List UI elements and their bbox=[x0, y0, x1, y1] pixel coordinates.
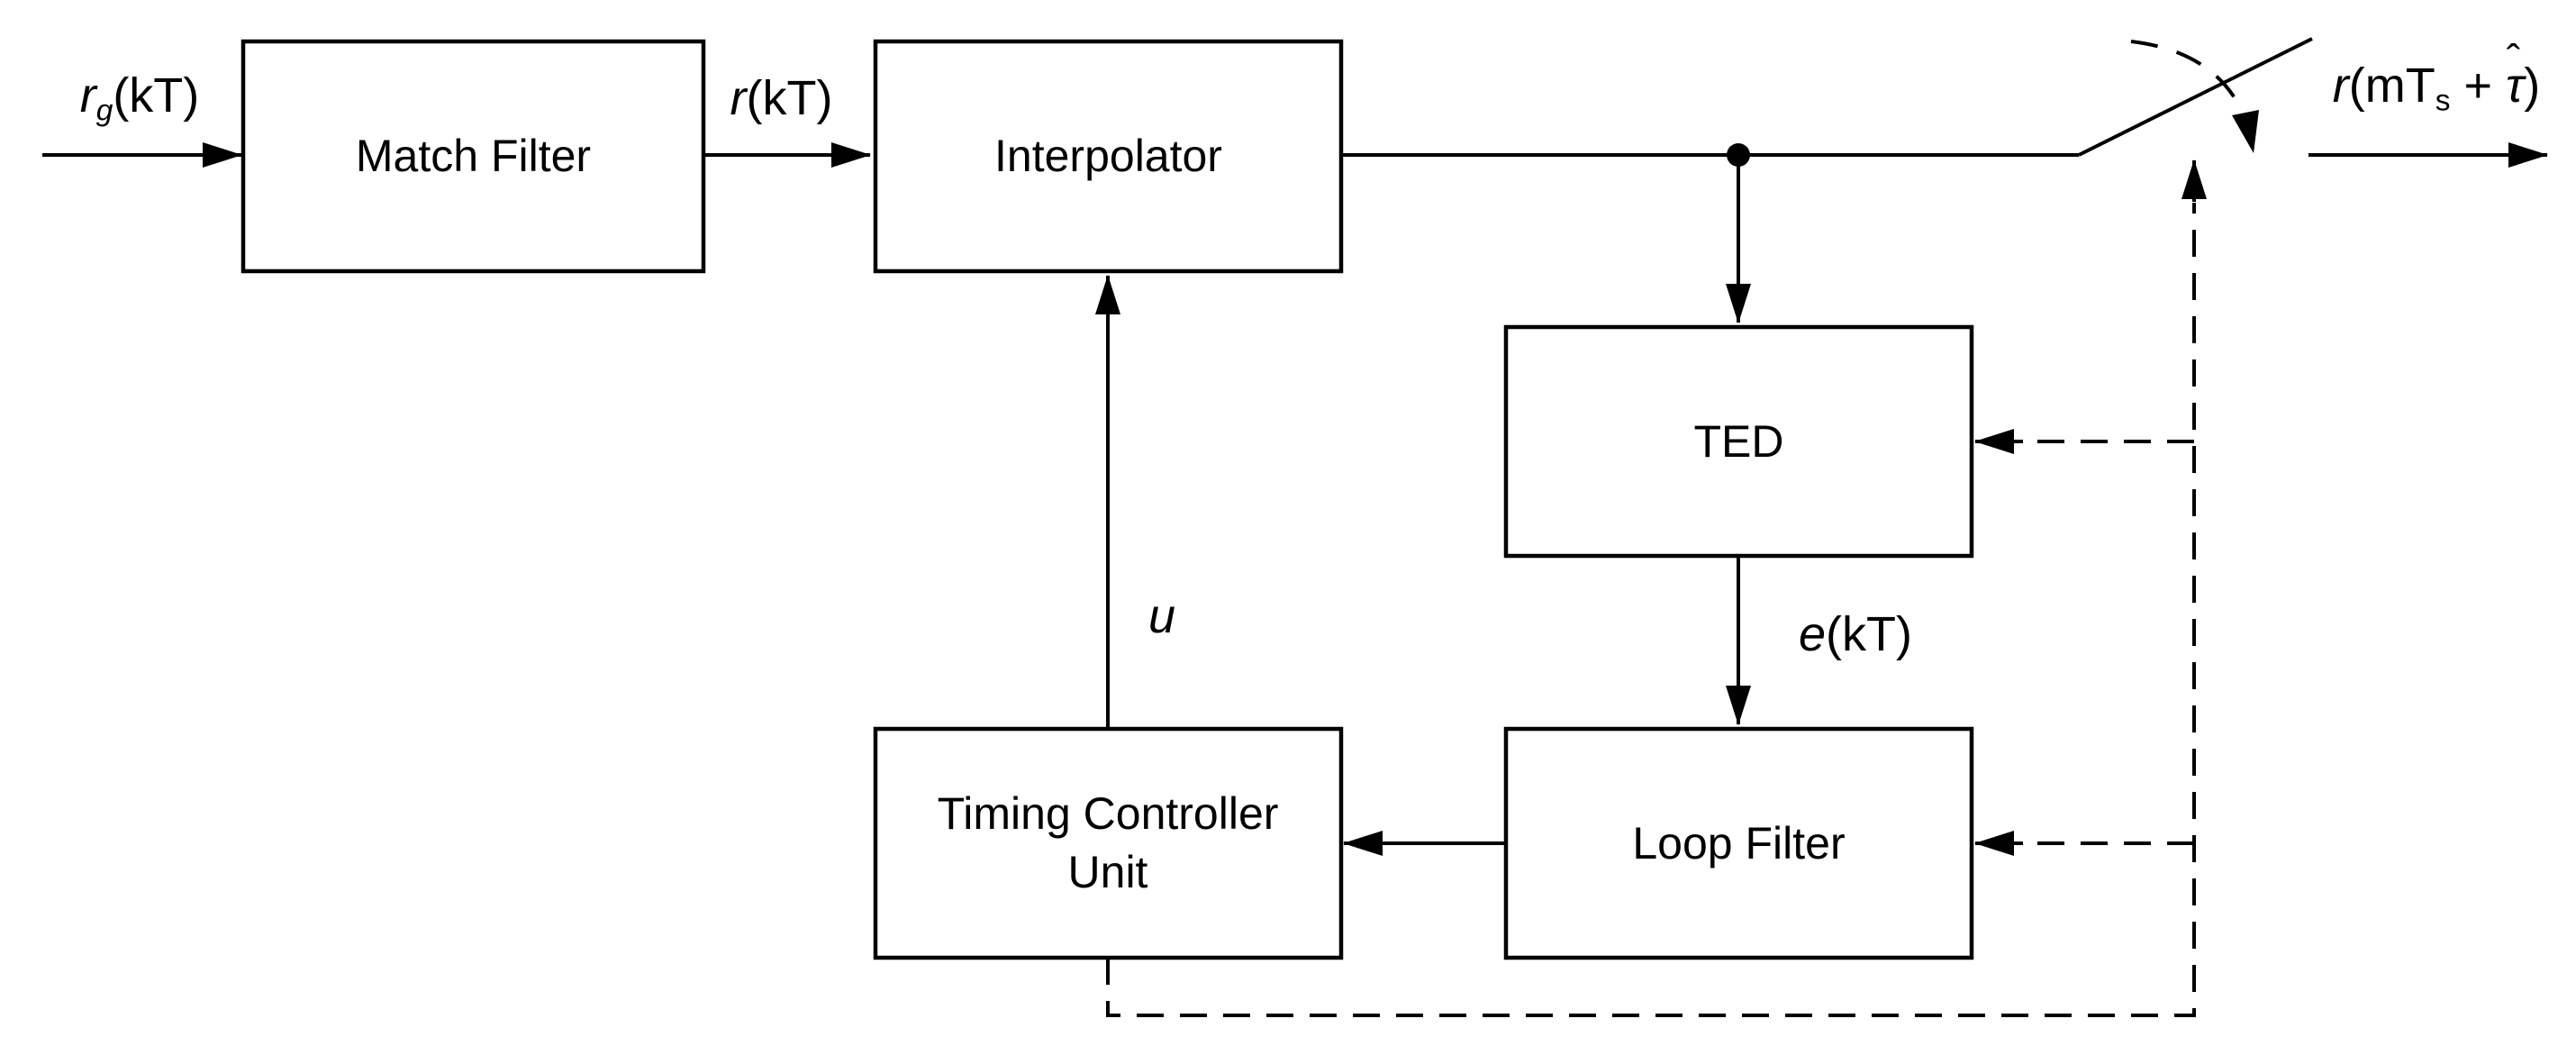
interpolator-box bbox=[873, 39, 1344, 274]
switch-lever bbox=[2078, 37, 2313, 157]
timing-controller-unit-box bbox=[873, 726, 1344, 960]
control-signal-label: u bbox=[1147, 589, 1176, 644]
matched-signal-label: r(kT) bbox=[730, 71, 833, 126]
ted-box bbox=[1503, 324, 1974, 559]
switch-arc-arrowhead-icon bbox=[2232, 110, 2259, 153]
switch-rotation-arc bbox=[2130, 40, 2250, 127]
match-filter-label: Match Filter bbox=[355, 131, 592, 181]
interpolator-label: Interpolator bbox=[994, 131, 1222, 181]
match-filter-box bbox=[240, 39, 706, 274]
loop-filter-label: Loop Filter bbox=[1632, 817, 1846, 869]
timing-controller-unit-label: Timing Controller Unit bbox=[937, 788, 1279, 897]
ted-label: TED bbox=[1693, 415, 1784, 467]
loop-filter-box bbox=[1503, 726, 1974, 960]
error-signal-label: e(kT) bbox=[1799, 607, 1912, 662]
input-signal-label: rg(kT) bbox=[79, 68, 200, 128]
